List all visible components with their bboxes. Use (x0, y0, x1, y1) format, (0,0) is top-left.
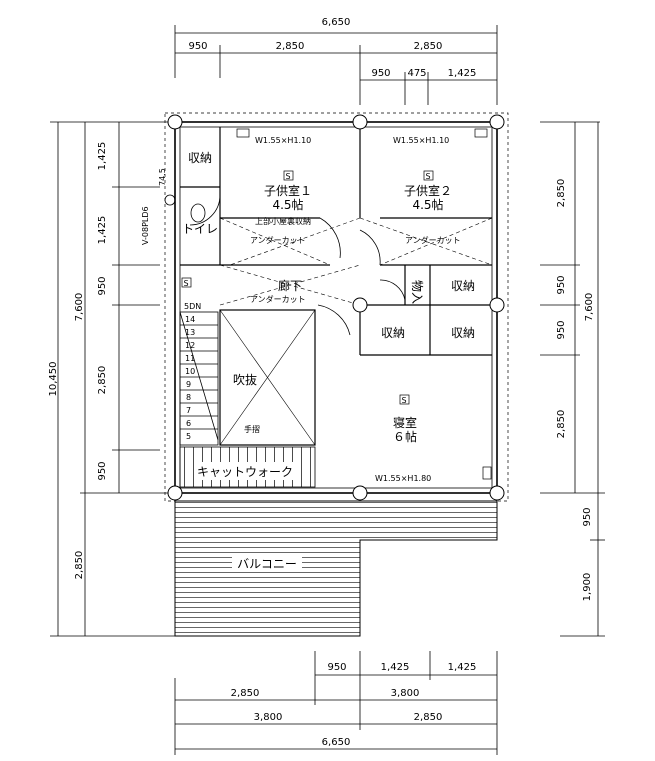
dim-top-sub-2: 475 (407, 68, 426, 79)
bottom-dimensions (174, 651, 498, 755)
attic-note: 上部小屋裏収納 (255, 216, 311, 226)
dim-right-bottom-1: 950 (582, 507, 593, 526)
stair-step-7: 7 (186, 406, 191, 415)
dim-left-total: 10,450 (48, 362, 59, 397)
right-dimensions (540, 121, 605, 637)
dim-top-3: 2,850 (414, 41, 443, 52)
outlet-symbol (423, 170, 434, 181)
outlet-symbol (399, 394, 410, 405)
balcony-deck (174, 500, 498, 637)
dim-top-sub-3: 1,425 (448, 68, 477, 79)
child-room-1-area: 4.5帖 (272, 197, 303, 212)
stair-step-9: 9 (186, 380, 191, 389)
toilet-label: トイレ (182, 222, 218, 236)
air-conditioner-icon (474, 128, 488, 138)
top-dimensions (174, 25, 498, 105)
air-conditioner-icon (482, 466, 492, 480)
child-room-1-name: 子供室１ (264, 183, 312, 198)
bedroom-name: 寝室 (393, 415, 417, 430)
columns (167, 114, 505, 501)
bedroom-area: ６帖 (393, 429, 417, 444)
dim-left-5: 950 (97, 461, 108, 480)
storage-label-1: 収納 (188, 151, 212, 165)
vent-label: V-08PLD6 (141, 206, 150, 245)
dim-right-1: 2,850 (556, 179, 567, 208)
dim-right-3: 950 (556, 320, 567, 339)
dim-right-2: 950 (556, 275, 567, 294)
dim-bottom-1c: 1,425 (448, 662, 477, 673)
dim-left-4: 2,850 (97, 366, 108, 395)
undercut-note-1: アンダーカット (250, 235, 306, 245)
window-label-3: W1.55×H1.80 (375, 474, 431, 483)
stair-step-10: 10 (185, 367, 195, 376)
handrail-label: 手摺 (244, 424, 260, 434)
hall-label: 廊下 (278, 278, 302, 293)
dim-top-sub-1: 950 (371, 68, 390, 79)
outlet-symbol (181, 277, 192, 288)
toilet-fixture-icon (190, 203, 206, 223)
storage-label-4: 収納 (451, 326, 475, 340)
dim-left-3: 950 (97, 276, 108, 295)
air-conditioner-icon (236, 128, 250, 138)
window-label-2: W1.55×H1.10 (393, 136, 449, 145)
dim-bottom-1b: 1,425 (381, 662, 410, 673)
stair-step-12: 12 (185, 341, 195, 350)
storage-label-2: 収納 (451, 279, 475, 293)
stair-step-14: 14 (185, 315, 195, 324)
vent-dimension: 74.5 (158, 168, 167, 186)
stair-step-5: 5 (186, 432, 191, 441)
dim-bottom-3b: 2,850 (414, 712, 443, 723)
undercut-note-2: アンダーカット (405, 235, 461, 245)
dim-left-2: 1,425 (97, 216, 108, 245)
s-mark-3: S (401, 396, 406, 405)
balcony-label: バルコニー (237, 557, 297, 571)
storage-label-3: 収納 (381, 326, 405, 340)
window-label-1: W1.55×H1.10 (255, 136, 311, 145)
dim-left-bottom: 2,850 (74, 551, 85, 580)
dim-left-1: 1,425 (97, 142, 108, 171)
storage-label-5: 物入 (410, 280, 424, 304)
outlet-symbol (283, 170, 294, 181)
child-room-2-area: 4.5帖 (412, 197, 443, 212)
dim-bottom-2a: 2,850 (231, 688, 260, 699)
stairs-down-label: 5DN (184, 302, 201, 311)
dim-top-total: 6,650 (322, 17, 351, 28)
staircase (179, 311, 219, 446)
balcony-label-bg (232, 555, 302, 571)
dim-right-bottom-2: 1,900 (582, 573, 593, 602)
child-room-2-name: 子供室２ (404, 183, 452, 198)
dim-bottom-3a: 3,800 (254, 712, 283, 723)
s-mark-4: S (183, 279, 188, 288)
dim-bottom-1a: 950 (327, 662, 346, 673)
dim-right-4: 2,850 (556, 410, 567, 439)
dim-bottom-total: 6,650 (322, 737, 351, 748)
s-mark-1: S (285, 172, 290, 181)
dim-right-mid: 7,600 (584, 293, 595, 322)
undercut-note-3: アンダーカット (250, 294, 306, 304)
walls (164, 112, 509, 502)
dim-left-mid: 7,600 (74, 293, 85, 322)
dim-top-2: 2,850 (276, 41, 305, 52)
left-dimensions (50, 121, 175, 637)
atrium-label: 吹抜 (233, 373, 257, 387)
stair-step-13: 13 (185, 328, 195, 337)
stair-step-6: 6 (186, 419, 191, 428)
dim-top-1: 950 (188, 41, 207, 52)
catwalk-label-bg (195, 462, 295, 480)
catwalk-label: キャットウォーク (197, 465, 293, 479)
dim-bottom-2b: 3,800 (391, 688, 420, 699)
vent-icon (164, 194, 176, 206)
stair-step-11: 11 (185, 354, 195, 363)
s-mark-2: S (425, 172, 430, 181)
stair-step-8: 8 (186, 393, 191, 402)
